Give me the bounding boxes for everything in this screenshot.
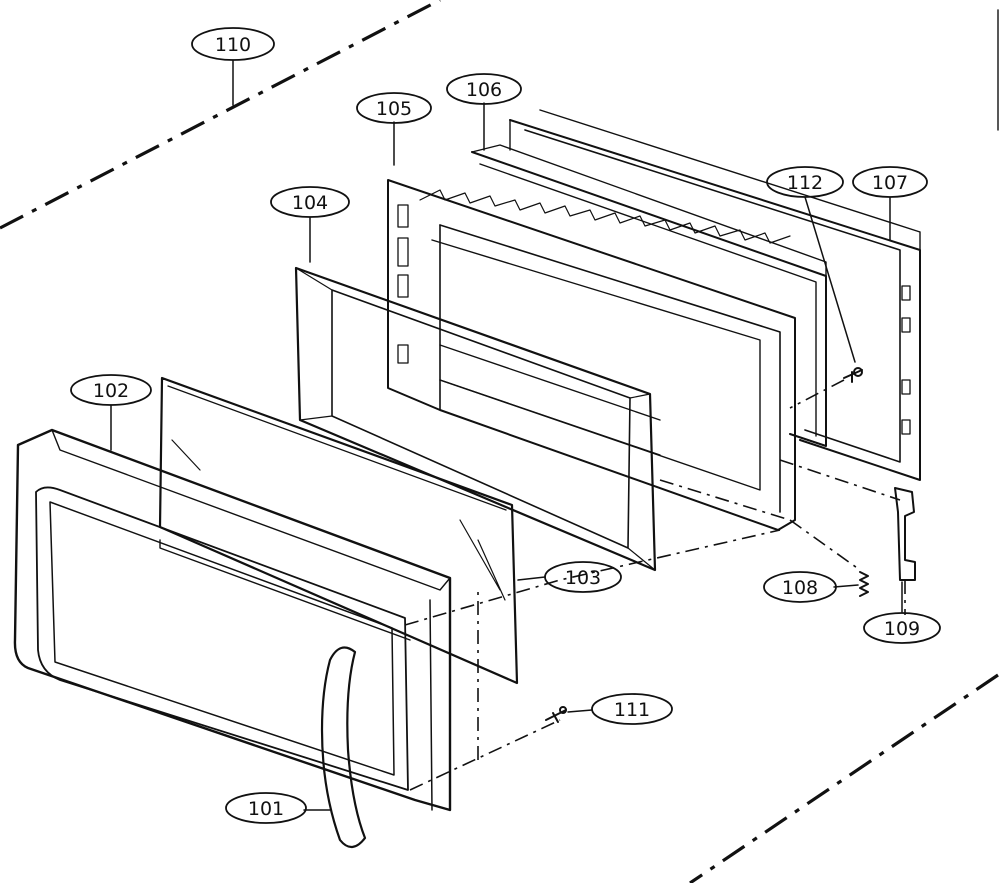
callout-104-text: 104 (292, 192, 328, 214)
part-102-front-frame (13, 428, 452, 812)
callout-105-text: 105 (376, 98, 412, 120)
part-104-frame (294, 266, 657, 572)
callout-110: 110 (191, 27, 275, 61)
callout-102-text: 102 (93, 380, 129, 402)
callout-105: 105 (356, 92, 432, 124)
callout-101-text: 101 (248, 798, 284, 820)
callout-107-text: 107 (872, 172, 908, 194)
callout-103: 103 (544, 561, 622, 593)
part-103-glass (158, 376, 519, 685)
callout-111: 111 (591, 693, 673, 725)
callout-109-text: 109 (884, 618, 920, 640)
callout-108-text: 108 (782, 577, 818, 599)
callout-112: 112 (766, 166, 844, 198)
part-105-inner-plate (387, 179, 796, 531)
callout-106-text: 106 (466, 79, 502, 101)
callout-101: 101 (225, 792, 307, 824)
callout-109: 109 (863, 612, 941, 644)
callout-102: 102 (70, 374, 152, 406)
callout-103-text: 103 (565, 567, 601, 589)
callout-108: 108 (763, 571, 837, 603)
part-106-panel (471, 144, 827, 447)
callout-107: 107 (852, 166, 928, 198)
part-101-handle (320, 646, 367, 849)
part-112-screw (843, 367, 863, 383)
callout-111-text: 111 (614, 699, 650, 721)
part-109-latch (894, 487, 916, 581)
part-111-screw (545, 706, 567, 723)
callout-112-text: 112 (787, 172, 823, 194)
leader-lines (110, 59, 903, 811)
part-107-frame (509, 109, 921, 481)
part-108-spring (859, 571, 869, 597)
callout-110-text: 110 (215, 34, 251, 56)
assembly-guide-lines (404, 379, 906, 791)
callout-104: 104 (270, 186, 350, 218)
callout-106: 106 (446, 73, 522, 105)
